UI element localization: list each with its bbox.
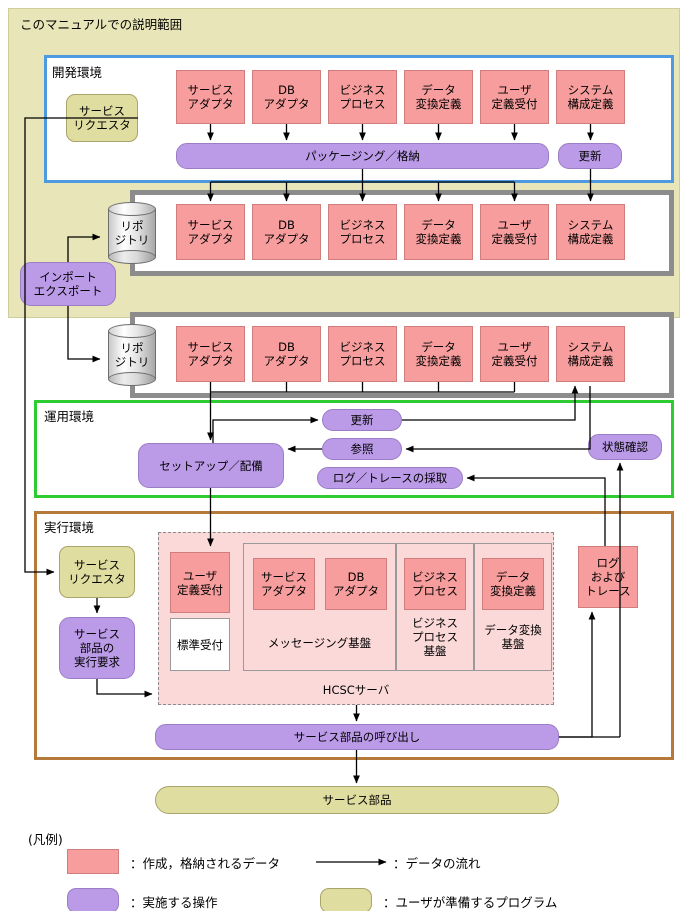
execution-environment-label: 実行環境 (44, 520, 95, 535)
dev-service-requester: サービスリクエスタ (66, 94, 138, 142)
repo-lower-data-transform: データ変換定義 (404, 326, 473, 382)
operation-update-operation: 更新 (322, 409, 402, 431)
repo-lower-service-adapter: サービスアダプタ (176, 326, 245, 382)
operation-environment-label: 運用環境 (44, 409, 95, 424)
legend-swatch-user-program (320, 888, 372, 911)
hcsc-user-definition-accept: ユーザ定義受付 (170, 552, 230, 613)
legend-label-data: ：作成，格納されるデータ (130, 856, 281, 871)
legend-label-operation: ：実施する操作 (130, 895, 218, 910)
hcsc-service-adapter: サービスアダプタ (253, 558, 315, 610)
setup-deploy-operation: セットアップ／配備 (138, 443, 284, 488)
legend-swatch-operation (67, 888, 119, 911)
legend-label-flow: ：データの流れ (393, 856, 481, 871)
hcsc-data-transform: データ変換定義 (482, 558, 544, 610)
repo-lower-system-config: システム構成定義 (556, 326, 625, 382)
repo-lower-user-definition: ユーザ定義受付 (480, 326, 549, 382)
cylinder-bottom (108, 372, 156, 386)
business-process-infrastructure-group (396, 543, 474, 671)
dev-artifact-data-transform: データ変換定義 (404, 70, 473, 124)
repo-upper-business-process: ビジネスプロセス (328, 204, 397, 260)
data-transform-infrastructure-label: データ変換基盤 (484, 623, 542, 651)
log-trace-collection-operation: ログ／トレースの採取 (317, 467, 463, 489)
dev-artifact-service-adapter: サービスアダプタ (176, 70, 245, 124)
repo-upper-system-config: システム構成定義 (556, 204, 625, 260)
import-export-operation: インポートエクスポート (20, 262, 116, 306)
repo-upper-data-transform: データ変換定義 (404, 204, 473, 260)
legend-swatch-data (67, 849, 119, 874)
service-component-call-operation: サービス部品の呼び出し (155, 724, 559, 750)
cylinder-top (108, 202, 156, 216)
repo-lower-business-process: ビジネスプロセス (328, 326, 397, 382)
upper-repository-cylinder: リポジトリ (108, 202, 156, 264)
development-environment-label: 開発環境 (52, 65, 103, 80)
cylinder-top (108, 324, 156, 338)
repo-upper-service-adapter: サービスアダプタ (176, 204, 245, 260)
status-check-operation: 状態確認 (588, 434, 662, 460)
hcsc-business-process: ビジネスプロセス (404, 558, 466, 610)
hcsc-standard-accept: 標準受付 (170, 618, 230, 671)
packaging-store-operation: パッケージング／格納 (176, 143, 549, 169)
dev-artifact-business-process: ビジネスプロセス (328, 70, 397, 124)
lower-repository-label: リポジトリ (114, 341, 150, 369)
manual-scope-title: このマニュアルでの説明範囲 (20, 17, 183, 32)
lower-repository-cylinder: リポジトリ (108, 324, 156, 386)
legend-title: (凡例) (28, 832, 63, 847)
cylinder-bottom (108, 250, 156, 264)
business-process-infrastructure-label: ビジネスプロセス基盤 (412, 616, 458, 658)
messaging-infrastructure-group (243, 543, 396, 671)
exec-service-requester: サービスリクエスタ (59, 546, 135, 598)
service-component-exec-request: サービス部品の実行要求 (59, 617, 135, 679)
dev-artifact-user-definition: ユーザ定義受付 (480, 70, 549, 124)
dev-artifact-system-config: システム構成定義 (556, 70, 625, 124)
service-component: サービス部品 (155, 786, 559, 814)
legend-label-user-program: ：ユーザが準備するプログラム (383, 895, 558, 910)
hcsc-server-label: HCSCサーバ (322, 683, 390, 697)
dev-update-operation: 更新 (558, 143, 622, 169)
upper-repository-label: リポジトリ (114, 219, 150, 247)
repo-upper-user-definition: ユーザ定義受付 (480, 204, 549, 260)
operation-reference-operation: 参照 (322, 438, 402, 460)
messaging-infrastructure-label: メッセージング基盤 (267, 636, 372, 650)
log-and-trace-data: ログおよびトレース (578, 546, 638, 608)
